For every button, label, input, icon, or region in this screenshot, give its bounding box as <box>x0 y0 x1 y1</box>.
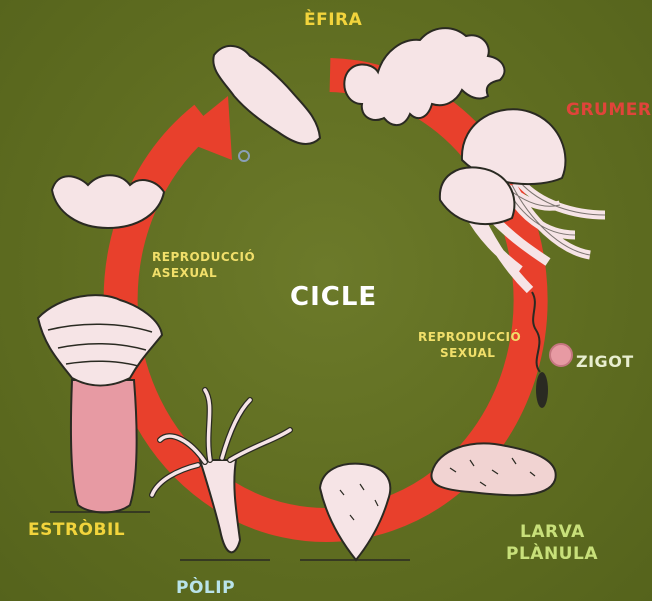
label-estrobil: ESTRÒBIL <box>28 520 125 540</box>
ephyra-illustration <box>344 28 504 125</box>
label-sexual-line2: SEXUAL <box>440 346 495 361</box>
label-larva-line1: LARVA <box>520 522 585 542</box>
polyp-illustration <box>152 390 290 560</box>
label-asexual-line1: REPRODUCCIÓ <box>152 250 255 265</box>
label-zigot: ZIGOT <box>576 352 634 371</box>
cycle-title: CICLE <box>290 282 377 312</box>
label-polip: PÒLIP <box>176 578 235 598</box>
label-asexual-line2: ASEXUAL <box>152 266 217 281</box>
label-grumer: GRUMER <box>566 100 651 120</box>
label-sexual-line1: REPRODUCCIÓ <box>418 330 521 345</box>
label-efira: ÈFIRA <box>304 10 362 30</box>
planula-illustration <box>431 444 555 496</box>
zygote-illustration <box>550 344 572 366</box>
label-larva-line2: PLÀNULA <box>506 544 598 564</box>
